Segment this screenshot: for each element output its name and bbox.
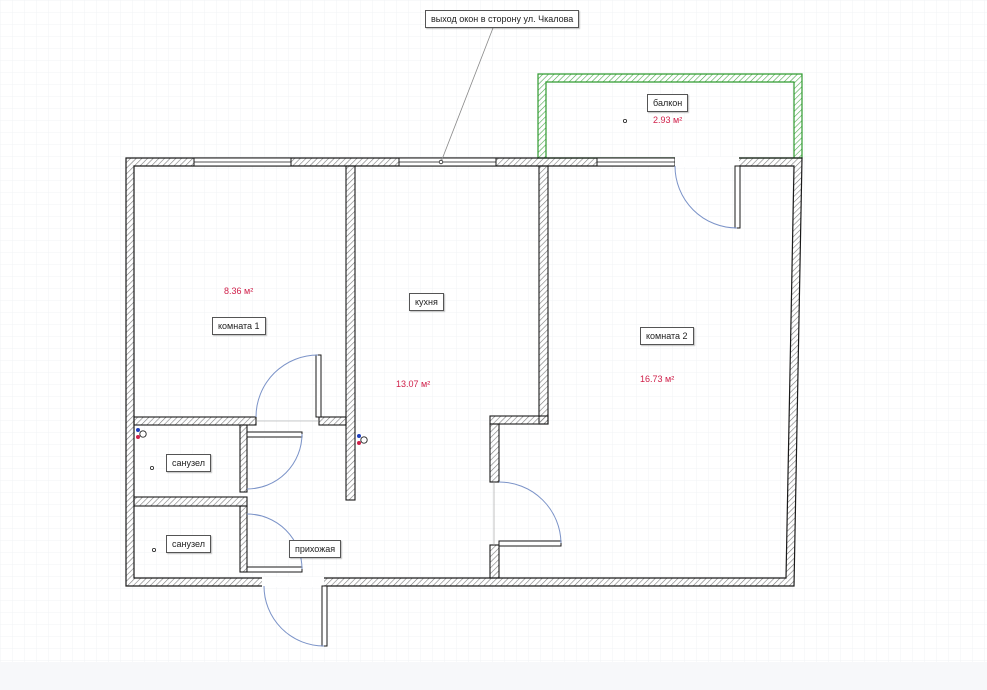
windows [193,157,676,167]
door-entrance [263,585,328,647]
interior-walls [133,165,549,579]
room2-area: 16.73 м² [640,374,675,384]
kitchen-label[interactable]: кухня [409,293,444,311]
room2-label[interactable]: комната 2 [640,327,694,345]
balcony-area: 2.93 м² [653,115,683,125]
wall-kitchen-room2-bottom [489,544,500,579]
water-riser-bath [136,428,147,439]
wall-room1-bottom-left [133,416,257,426]
bath2-label[interactable]: санузел [166,535,211,553]
wall-room1-bottom-right [318,416,347,426]
footer-band [0,662,987,690]
wall-bath-vertical-a [239,424,248,493]
bath1-label[interactable]: санузел [166,454,211,472]
doors [246,165,741,647]
balcony-label[interactable]: балкон [647,94,689,112]
wall-room1-kitchen [345,165,356,501]
door-bath2 [246,513,303,573]
wall-kitchen-room2-lower [489,423,500,483]
balcony-door-opening [675,157,739,167]
hallway-label[interactable]: прихожая [289,540,342,558]
label-anchors [149,119,628,553]
door-room1 [255,354,322,422]
kitchen-area: 13.07 м² [396,379,431,389]
annotation-leader [438,27,494,165]
water-riser-kitchen [357,434,368,445]
wall-kitchen-room2-step [489,415,549,425]
door-bath1 [246,431,303,490]
wall-bath-divider [133,496,248,507]
room1-label[interactable]: комната 1 [212,317,266,335]
wall-kitchen-room2-top [538,165,549,425]
door-balcony [674,165,741,229]
exterior-walls [125,157,803,587]
room1-area: 8.36 м² [224,286,254,296]
wall-bath-vertical-b [239,505,248,573]
door-room2 [493,481,562,547]
entrance-opening [262,577,324,587]
windows-orientation-note[interactable]: выход окон в сторону ул. Чкалова [425,10,580,28]
